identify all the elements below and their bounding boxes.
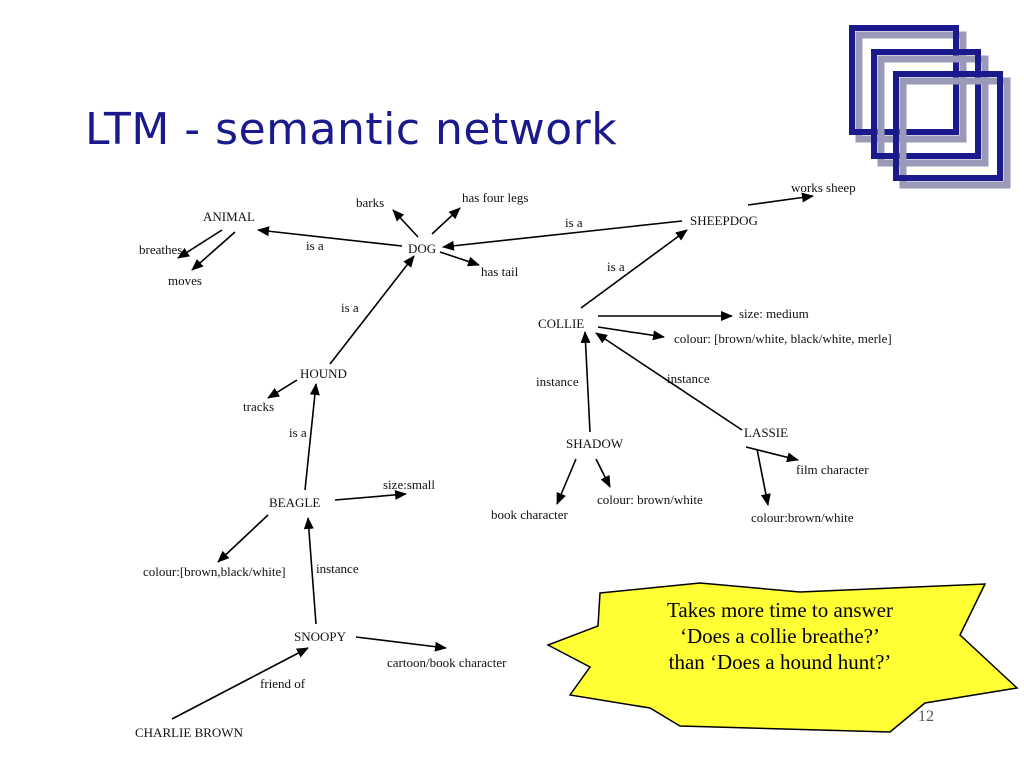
edge-dog-hasfourlegs (431, 207, 461, 235)
callout-shape (546, 582, 1019, 733)
node-shadow: SHADOW (566, 436, 624, 451)
edge-beagle-hound (304, 383, 320, 491)
node-film-character: film character (796, 462, 869, 477)
label-hound-dog: is a (341, 300, 359, 315)
node-has-four-legs: has four legs (462, 190, 528, 205)
node-colour-collie: colour: [brown/white, black/white, merle… (674, 331, 892, 346)
node-colour-lassie: colour:brown/white (751, 510, 854, 525)
edge-collie-colour (597, 326, 665, 341)
label-lassie-collie: instance (667, 371, 710, 386)
node-book-character: book character (491, 507, 569, 522)
label-snoopy-beagle: instance (316, 561, 359, 576)
edge-lassie-film (745, 446, 799, 463)
node-barks: barks (356, 195, 384, 210)
edge-hound-tracks (267, 379, 298, 399)
edge-collie-sheepdog (580, 229, 688, 309)
edge-beagle-colour (217, 514, 269, 563)
node-breathes: breathes (139, 242, 182, 257)
edge-hound-dog (329, 255, 415, 365)
edges (171, 192, 814, 720)
edge-shadow-collie (580, 331, 591, 433)
label-shadow-collie: instance (536, 374, 579, 389)
node-has-tail: has tail (481, 264, 519, 279)
node-beagle: BEAGLE (269, 495, 320, 510)
edge-dog-hastail (439, 251, 480, 267)
label-beagle-hound: is a (289, 425, 307, 440)
node-size-small: size:small (383, 477, 435, 492)
edge-animal-breathes (177, 229, 223, 259)
label-collie-sheepdog: is a (607, 259, 625, 274)
callout-line-2: ‘Does a collie breathe?’ (680, 624, 880, 648)
edge-lassie-colour (756, 448, 771, 506)
edge-charlie-snoopy (171, 647, 309, 720)
edge-beagle-size (334, 489, 407, 501)
edge-labels: is a is a is a is a is a instance instan… (260, 215, 710, 691)
label-sheepdog-dog: is a (565, 215, 583, 230)
edge-animal-moves (191, 231, 236, 271)
edge-lassie-collie (595, 332, 743, 431)
logo-squares (849, 25, 1011, 189)
edge-sheepdog-dog (442, 220, 683, 251)
callout-text: Takes more time to answer ‘Does a collie… (600, 597, 960, 675)
edge-dog-barks (392, 209, 419, 238)
label-dog-animal: is a (306, 238, 324, 253)
edge-snoopy-beagle (303, 517, 317, 625)
node-collie: COLLIE (538, 316, 584, 331)
callout-line-1: Takes more time to answer (667, 598, 893, 622)
node-cartoon-character: cartoon/book character (387, 655, 507, 670)
edge-shadow-colour (595, 458, 611, 488)
nodes: ANIMAL breathes moves barks has four leg… (135, 180, 892, 740)
node-dog: DOG (408, 241, 436, 256)
node-sheepdog: SHEEPDOG (690, 213, 758, 228)
node-size-medium: size: medium (739, 306, 809, 321)
callout-line-3: than ‘Does a hound hunt?’ (668, 650, 892, 674)
node-tracks: tracks (243, 399, 274, 414)
edge-shadow-book (556, 458, 577, 505)
page-number: 12 (918, 708, 934, 725)
node-lassie: LASSIE (744, 425, 788, 440)
edge-snoopy-cartoon (355, 636, 447, 652)
logo-square-front (893, 71, 1011, 189)
node-colour-shadow: colour: brown/white (597, 492, 703, 507)
node-colour-beagle: colour:[brown,black/white] (143, 564, 286, 579)
label-charlie-snoopy: friend of (260, 676, 306, 691)
slide-title: LTM - semantic network (85, 104, 618, 155)
node-snoopy: SNOOPY (294, 629, 347, 644)
node-hound: HOUND (300, 366, 347, 381)
node-charlie-brown: CHARLIE BROWN (135, 725, 244, 740)
node-works-sheep: works sheep (791, 180, 856, 195)
logo-square-middle (871, 49, 989, 167)
node-moves: moves (168, 273, 202, 288)
edge-dog-animal (257, 226, 403, 247)
edge-sheepdog-workssheep (747, 192, 814, 206)
node-animal: ANIMAL (203, 209, 255, 224)
